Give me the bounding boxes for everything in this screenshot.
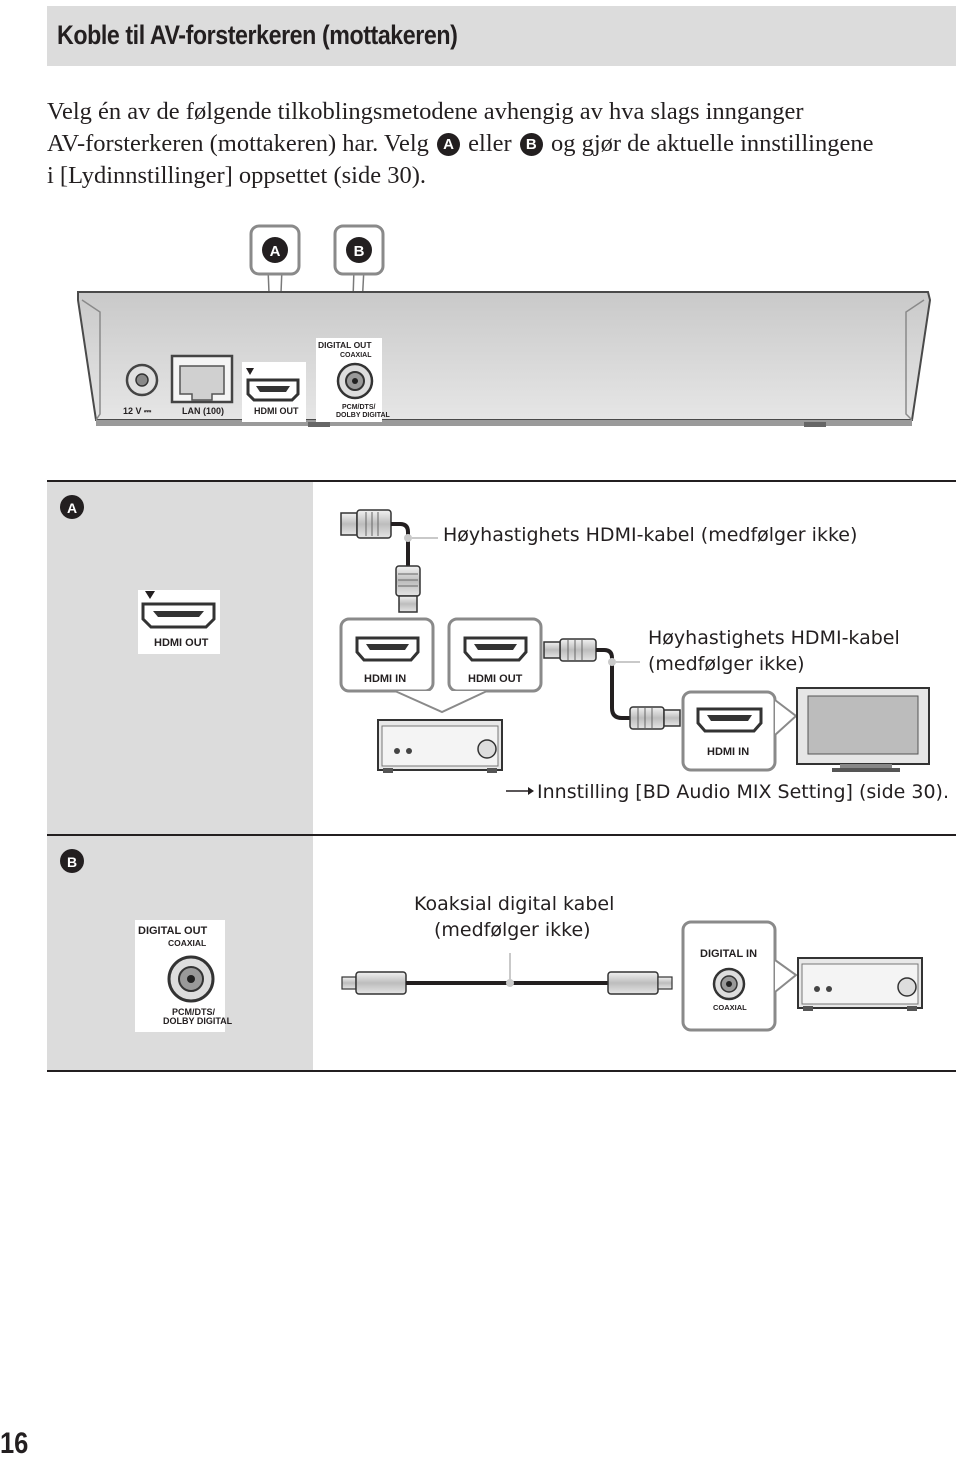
intro-line-2: AV-forsterkeren (mottakeren) har. Velg A… [47, 128, 959, 160]
intro-text: og gjør de aktuelle innstillingene [550, 130, 874, 157]
label-12v: 12 V ⎓ [123, 406, 152, 416]
coaxial-cable [341, 953, 673, 995]
label-dolby: DOLBY DIGITAL [336, 412, 391, 419]
tv-icon [796, 687, 930, 772]
marker-a-icon [60, 495, 84, 519]
marker-b-icon: B [519, 133, 543, 156]
section-b-marker: B [67, 854, 77, 870]
player-digital-out-label: DIGITAL OUT [138, 925, 208, 937]
hdmi-cable-1-caption: Høyhastighets HDMI-kabel (medfølger ikke… [443, 524, 858, 546]
player-hdmi-out-label: HDMI OUT [154, 637, 209, 649]
marker-a-icon: A [437, 133, 461, 156]
section-b: B DIGITAL OUT COAXIAL PCM/DTS/ DOLBY DIG… [60, 849, 923, 1032]
tv-hdmi-in-label: HDMI IN [707, 746, 749, 758]
section-title-bar: Koble til AV-forsterkeren (mottakeren) [47, 6, 956, 66]
intro-text: AV-forsterkeren (mottakeren) har. Velg [47, 130, 429, 157]
label-pcm: PCM/DTS/ [342, 404, 376, 411]
player-rear-panel: A B 12 V ⎓ LAN (100) HDMI OUT DIGITAL OU… [77, 224, 932, 427]
av-receiver-icon [377, 719, 503, 773]
page-number: 16 [0, 1427, 29, 1460]
receiver-digital-in-label: DIGITAL IN [700, 948, 757, 960]
marker-b-icon [60, 849, 84, 873]
intro-text: eller [468, 130, 512, 157]
hdmi-cable-1 [340, 509, 438, 613]
player-pcm-label: PCM/DTS/ [172, 1007, 216, 1017]
marker-a-letter: A [270, 243, 281, 260]
receiver-hdmi-in-label: HDMI IN [364, 673, 406, 685]
setting-note: Innstilling [BD Audio MIX Setting] (side… [537, 781, 949, 803]
intro-paragraph: Velg én av de følgende tilkoblingsmetode… [47, 96, 959, 192]
player-dolby-label: DOLBY DIGITAL [163, 1016, 233, 1026]
intro-line-1: Velg én av de følgende tilkoblingsmetode… [47, 98, 804, 125]
label-hdmi-out: HDMI OUT [254, 406, 299, 416]
receiver-hdmi-out-label: HDMI OUT [468, 673, 523, 685]
marker-a-icon [262, 237, 288, 263]
hdmi-cable-2 [543, 638, 681, 730]
marker-b-letter: B [354, 243, 365, 260]
section-a: A HDMI OUT HDMI IN HDMI OUT [60, 495, 930, 795]
marker-b-icon [346, 237, 372, 263]
av-receiver-icon [797, 957, 923, 1011]
section-a-marker: A [67, 500, 77, 516]
label-coaxial: COAXIAL [340, 352, 372, 359]
label-lan: LAN (100) [182, 406, 224, 416]
hdmi-cable-2-caption-line2: (medfølger ikke) [648, 653, 805, 675]
section-title: Koble til AV-forsterkeren (mottakeren) [57, 20, 458, 50]
label-digital-out: DIGITAL OUT [318, 340, 372, 350]
receiver-coaxial-label: COAXIAL [713, 1003, 747, 1012]
coaxial-cable-caption-line1: Koaksial digital kabel [414, 893, 615, 915]
hdmi-cable-2-caption-line1: Høyhastighets HDMI-kabel [648, 627, 900, 649]
intro-line-3: i [Lydinnstillinger] oppsettet (side 30)… [47, 162, 427, 189]
player-coaxial-label: COAXIAL [168, 938, 206, 948]
coaxial-cable-caption-line2: (medfølger ikke) [434, 919, 591, 941]
